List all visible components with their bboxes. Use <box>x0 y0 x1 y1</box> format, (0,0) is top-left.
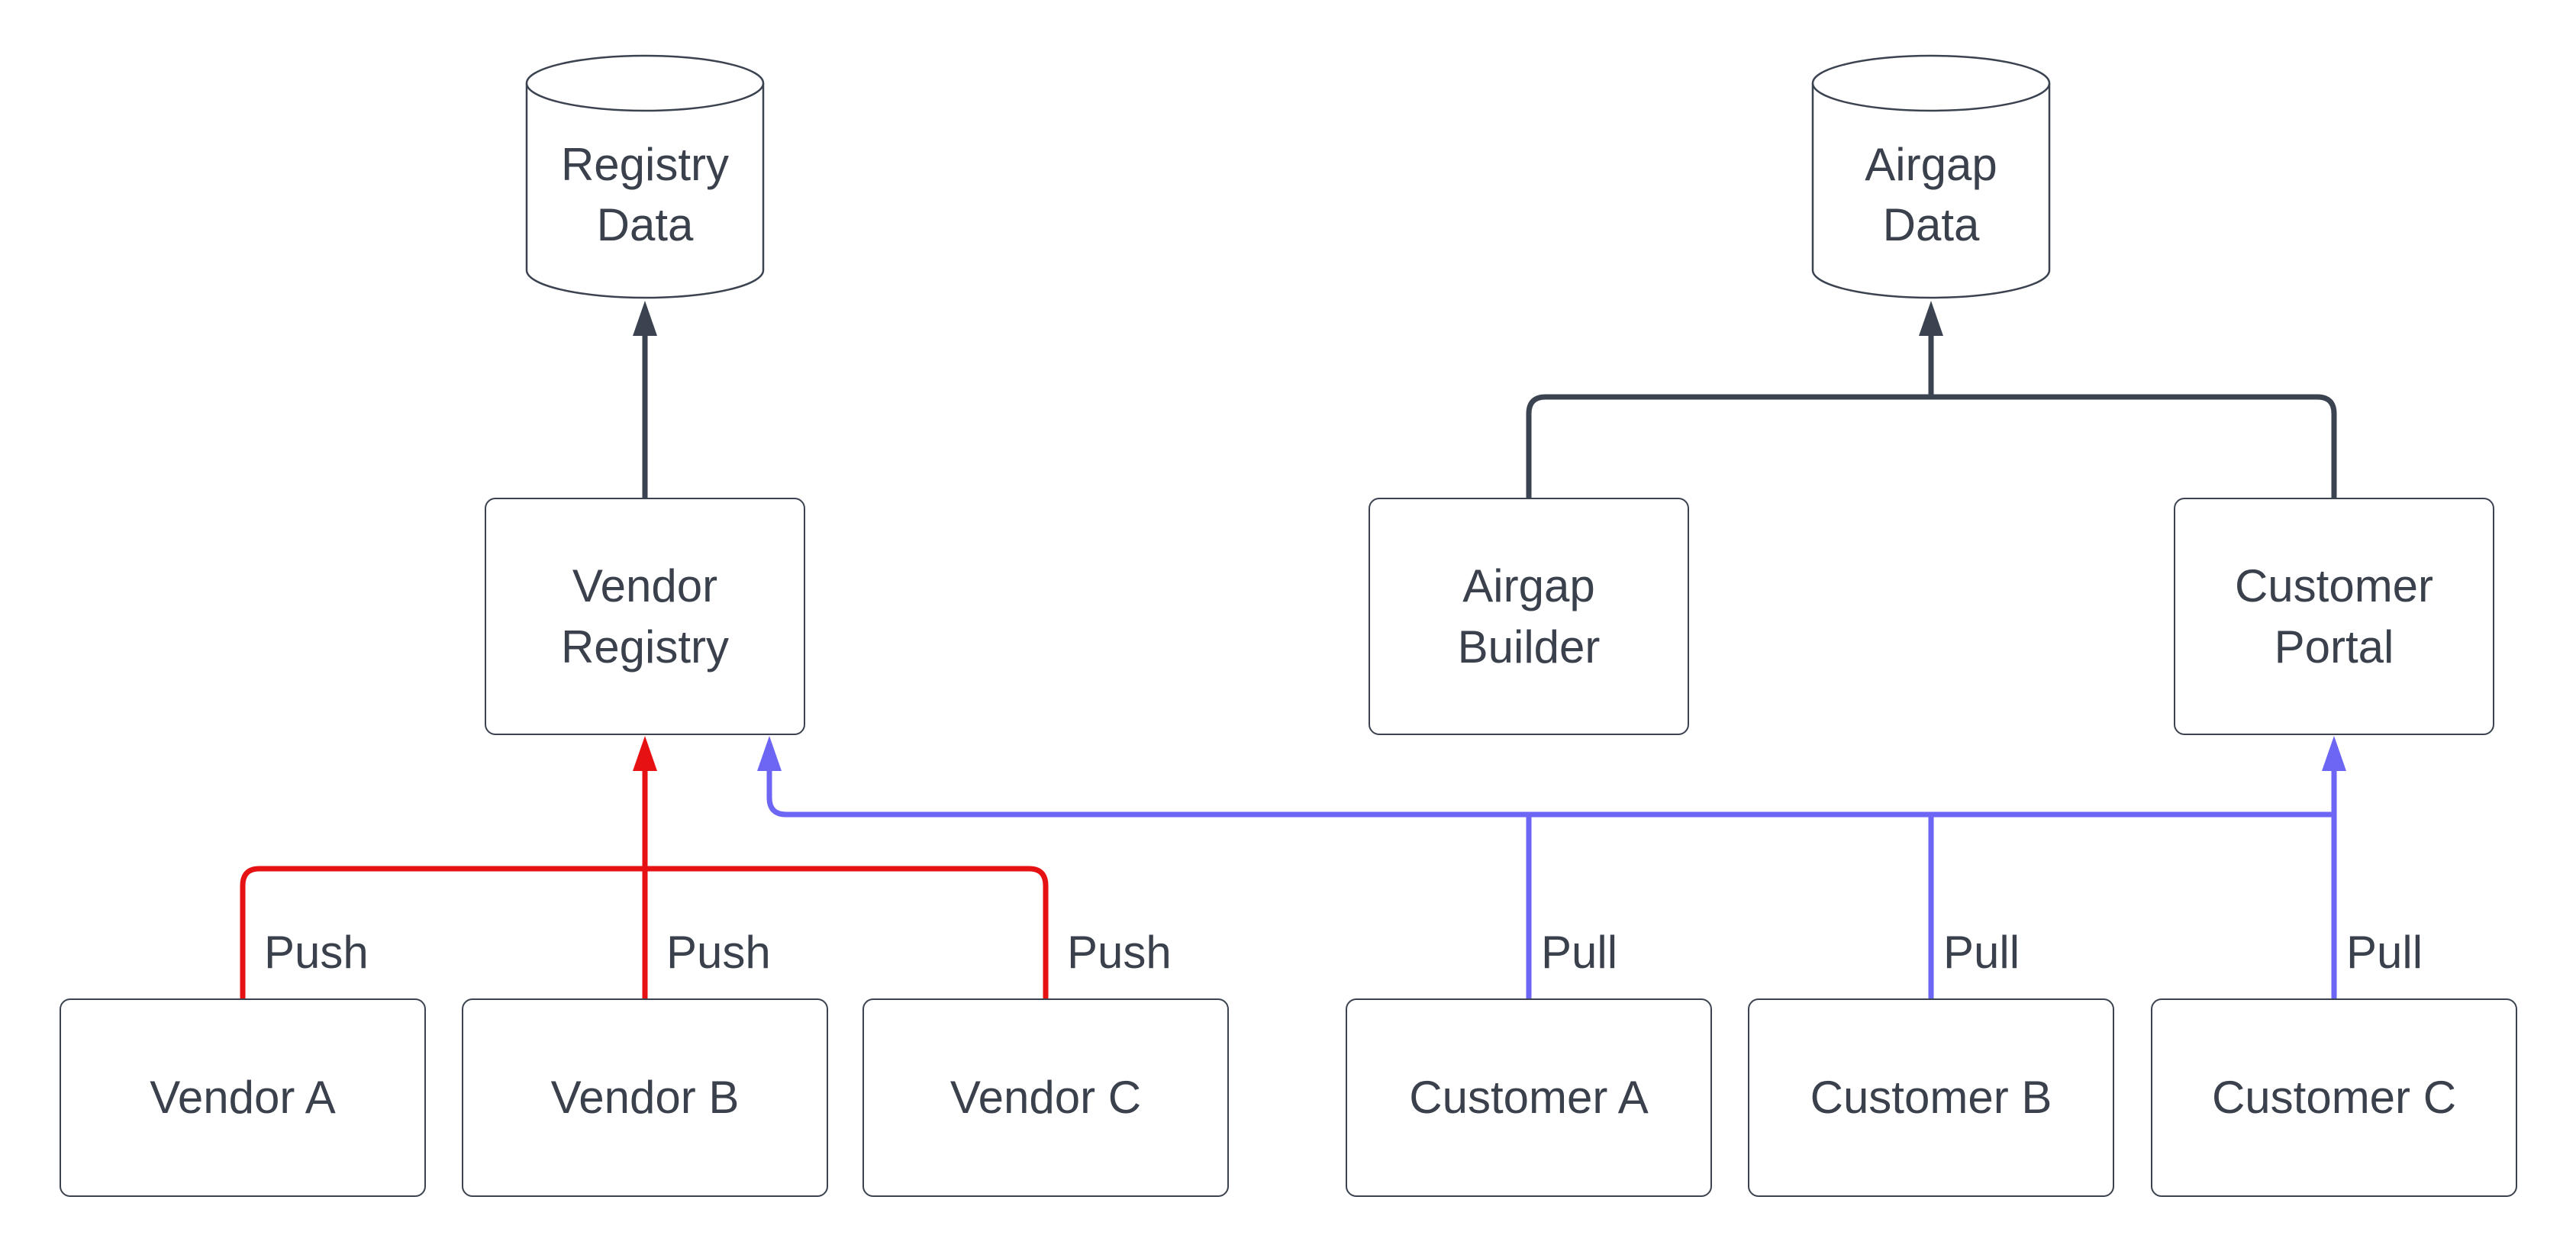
node-customer-portal-label: Customer Portal <box>2234 560 2434 673</box>
arrowhead-pull-into-vendor-registry <box>757 736 782 771</box>
arrowhead-into-airgap-data <box>1919 301 1943 336</box>
wire-customer-portal-to-junction <box>1931 394 2337 498</box>
node-airgap-data-label: Airgap Data <box>1865 138 1997 250</box>
node-airgap-builder-label: Airgap Builder <box>1457 560 1601 673</box>
node-registry-data: Registry Data <box>527 88 763 302</box>
node-customer-b-label: Customer B <box>1810 1072 2052 1124</box>
node-vendor-b-label: Vendor B <box>550 1072 740 1124</box>
edge-label-push-vendor-b: Push <box>666 927 771 978</box>
node-customer-c: Customer C <box>2151 998 2517 1197</box>
node-airgap-builder: Airgap Builder <box>1369 498 1689 735</box>
node-vendor-registry-label: Vendor Registry <box>560 560 730 673</box>
node-vendor-b: Vendor B <box>462 998 828 1197</box>
node-customer-a: Customer A <box>1346 998 1712 1197</box>
node-customer-c-label: Customer C <box>2211 1072 2457 1124</box>
node-vendor-c: Vendor C <box>862 998 1229 1197</box>
arrowhead-push-into-vendor-registry <box>633 736 657 771</box>
node-customer-b: Customer B <box>1748 998 2114 1197</box>
node-vendor-a: Vendor A <box>60 998 426 1197</box>
edge-label-push-vendor-c: Push <box>1067 927 1172 978</box>
edge-label-push-vendor-a: Push <box>264 927 369 978</box>
arrowhead-into-registry-data <box>633 301 657 336</box>
edge-label-pull-customer-a: Pull <box>1541 927 1618 978</box>
node-registry-data-label: Registry Data <box>560 138 730 250</box>
node-vendor-registry: Vendor Registry <box>485 498 805 735</box>
edge-label-pull-customer-b: Pull <box>1943 927 2020 978</box>
node-vendor-a-label: Vendor A <box>150 1072 336 1124</box>
arrowhead-pull-into-customer-portal <box>2322 736 2346 771</box>
node-airgap-data: Airgap Data <box>1813 88 2049 302</box>
node-customer-portal: Customer Portal <box>2174 498 2494 735</box>
wire-pull-trunk-to-vendor-registry <box>766 771 2334 818</box>
node-vendor-c-label: Vendor C <box>949 1072 1142 1124</box>
edge-label-pull-customer-c: Pull <box>2346 927 2423 978</box>
node-customer-a-label: Customer A <box>1409 1072 1649 1124</box>
wire-airgap-builder-to-junction <box>1526 394 1931 498</box>
